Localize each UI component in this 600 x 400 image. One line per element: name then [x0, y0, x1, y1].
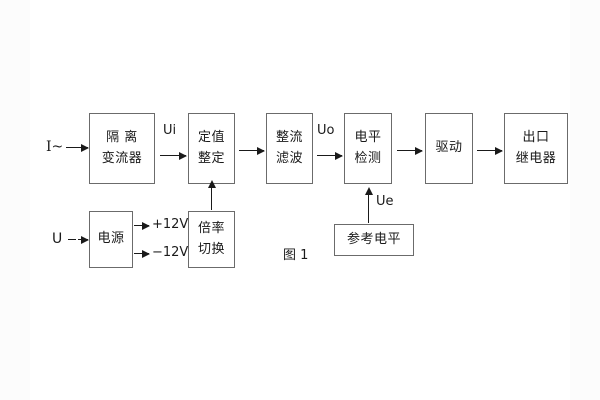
block-line: 检测: [354, 150, 382, 166]
arrow-rail-positive: [134, 221, 150, 230]
right-margin-band: [570, 0, 600, 400]
figure-caption: 图 1: [283, 248, 309, 263]
arrow-voltage-to-power-supply: [78, 235, 89, 244]
block-line: 继电器: [515, 150, 557, 166]
arrow-driver-to-relay: [477, 146, 503, 155]
arrow-reference-to-level: [364, 187, 373, 223]
signal-label-uo: Uo: [317, 123, 335, 138]
left-margin-band: [0, 0, 30, 400]
input-lead-voltage-dash: [68, 239, 76, 240]
arrow-level-to-driver: [397, 146, 423, 155]
block-line: 电平: [354, 130, 382, 146]
block-rectify-filter[interactable]: 整流 滤波: [266, 113, 313, 184]
block-setting-value[interactable]: 定值 整定: [188, 113, 235, 184]
block-isolation-transformer[interactable]: 隔 离 变流器: [89, 113, 155, 184]
arrow-current-to-isolation: [66, 143, 89, 152]
block-line: 电源: [97, 231, 125, 247]
rail-label-positive: +12V: [152, 217, 189, 232]
block-line: 切换: [197, 241, 225, 257]
block-reference-level[interactable]: 参考电平: [334, 224, 414, 256]
block-power-supply[interactable]: 电源: [89, 211, 133, 268]
block-line: 驱动: [435, 140, 463, 156]
arrow-isolation-to-setting: [160, 151, 187, 160]
arrow-setting-to-rectify: [239, 146, 265, 155]
block-line: 定值: [197, 130, 225, 146]
input-label-voltage: U: [52, 231, 63, 247]
arrow-rail-negative: [134, 249, 150, 258]
block-line: 倍率: [197, 221, 225, 237]
signal-label-ui: Ui: [163, 123, 177, 138]
block-line: 出口: [522, 130, 550, 146]
arrow-rectify-to-level: [317, 151, 343, 160]
input-label-current: I~: [46, 139, 64, 155]
signal-label-ue: Ue: [376, 194, 394, 209]
block-line: 整定: [197, 150, 225, 166]
arrow-multiplier-to-setting: [207, 180, 216, 210]
block-line: 变流器: [101, 150, 143, 166]
block-line: 滤波: [275, 150, 303, 166]
diagram-plate: [30, 0, 570, 400]
rail-label-negative: −12V: [152, 245, 189, 260]
block-output-relay[interactable]: 出口 继电器: [504, 113, 568, 184]
block-line: 整流: [275, 130, 303, 146]
block-multiplier-switch[interactable]: 倍率 切换: [188, 211, 235, 268]
block-line: 参考电平: [346, 231, 401, 247]
block-driver[interactable]: 驱动: [425, 113, 473, 184]
block-line: 隔 离: [106, 130, 138, 146]
block-level-detection[interactable]: 电平 检测: [344, 113, 392, 184]
